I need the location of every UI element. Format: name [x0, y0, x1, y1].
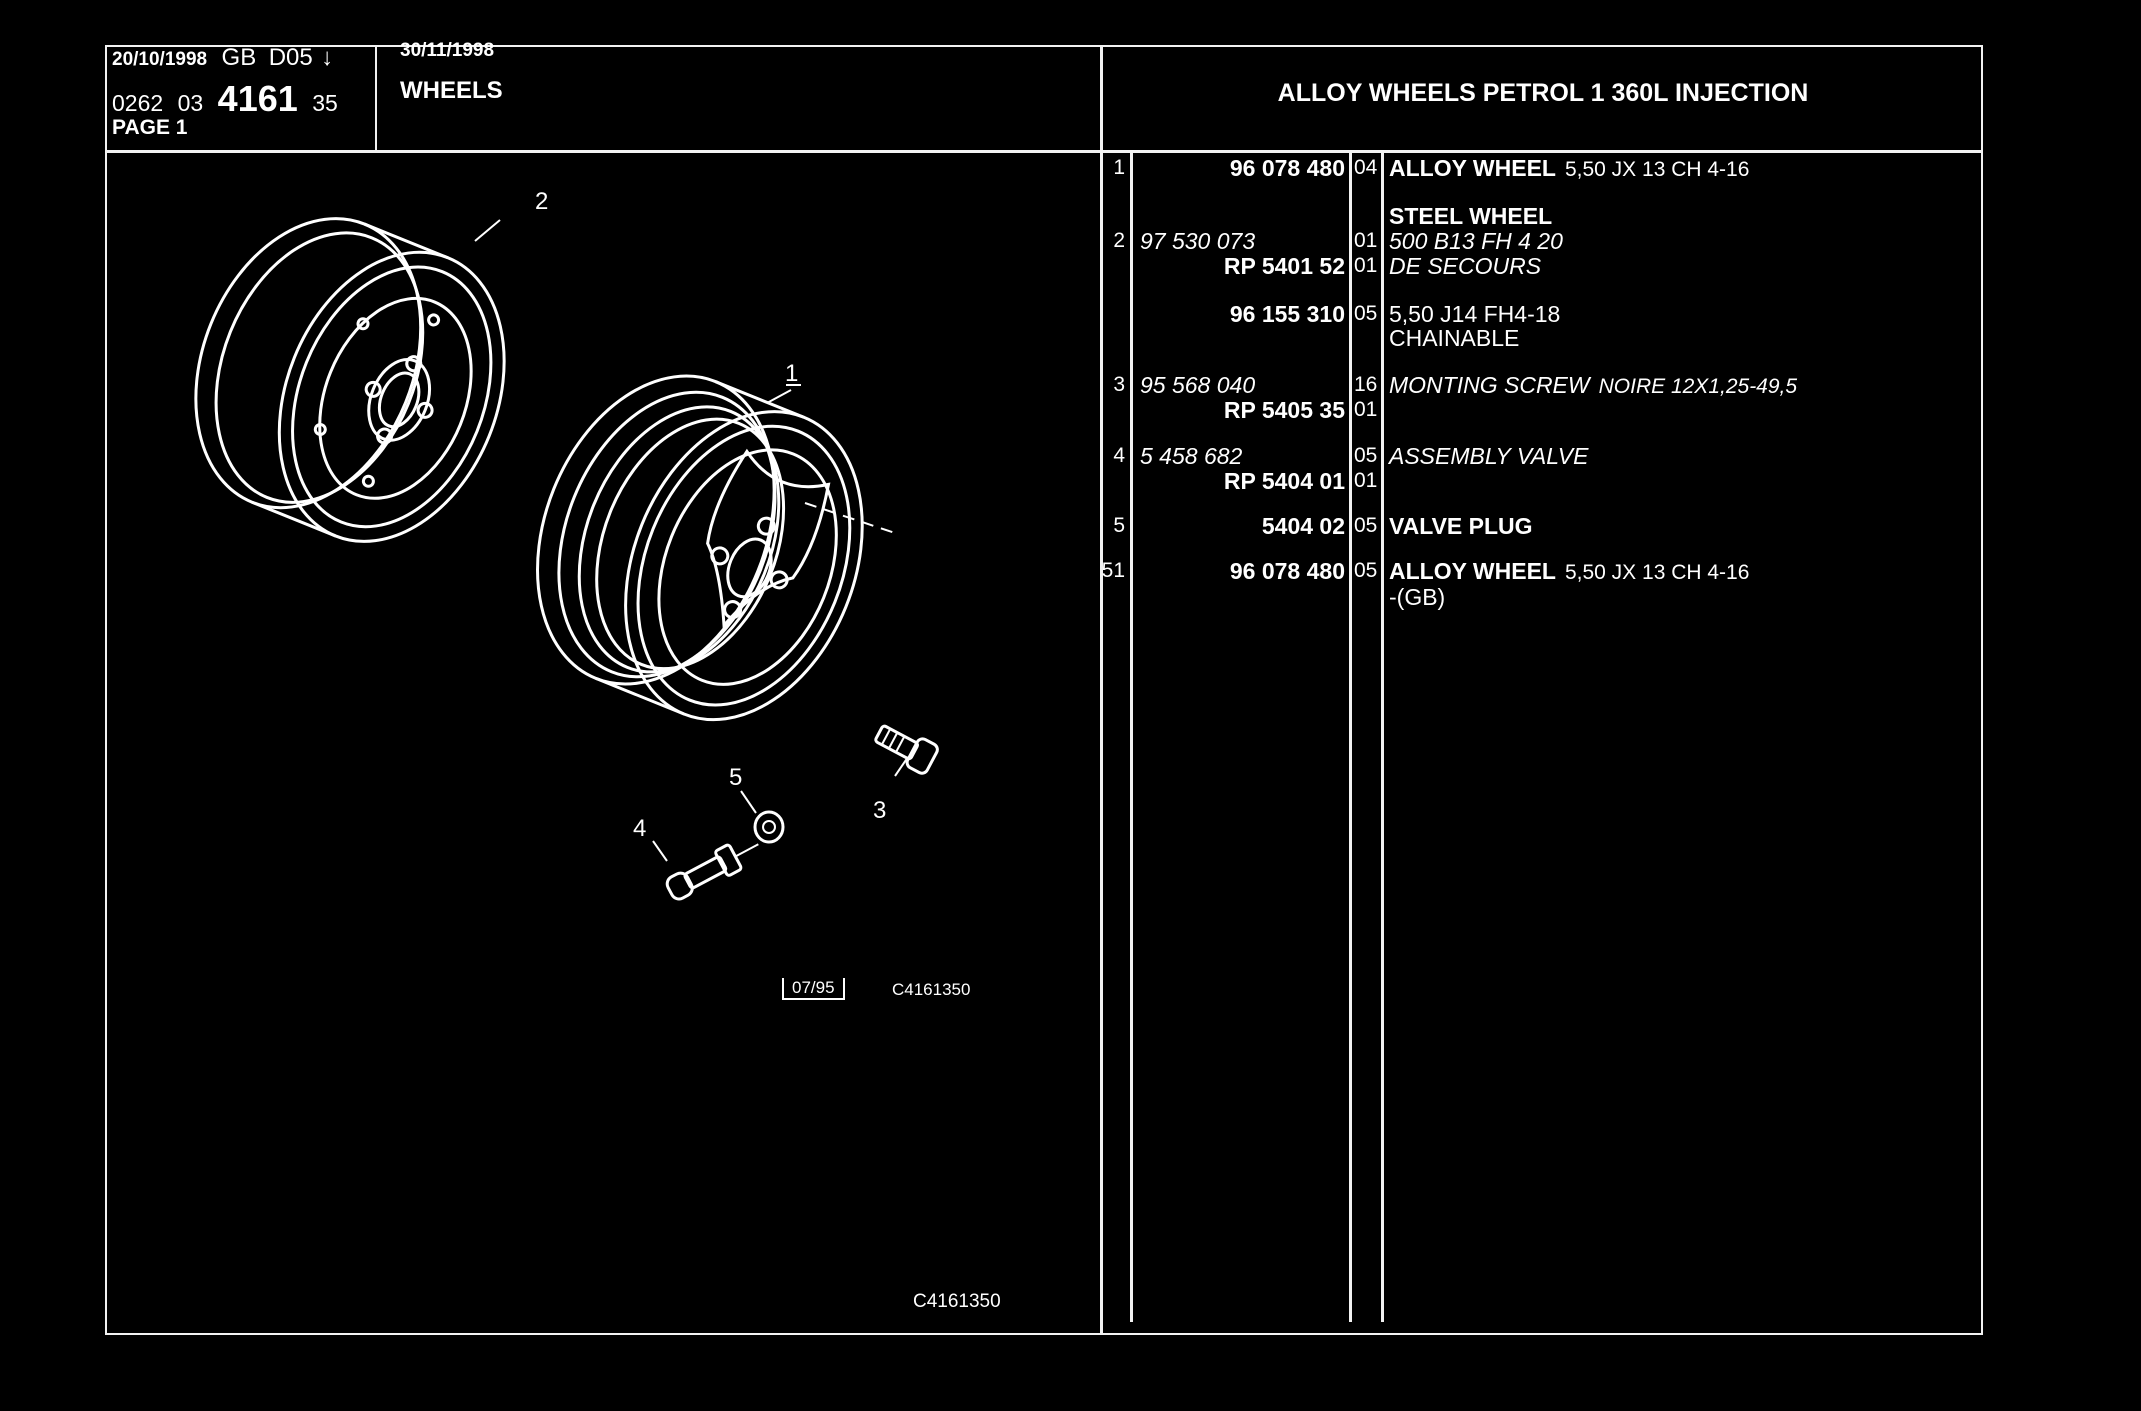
quantity-column-rule [1381, 150, 1384, 1322]
callout-number-5: 5 [729, 764, 742, 791]
part-description-main: -(GB) [1389, 584, 1446, 610]
part-quantity: 05 [1354, 302, 1378, 325]
part-ref-number: 51 [1101, 559, 1125, 582]
part-description-main: ALLOY WHEEL [1389, 558, 1556, 584]
part-quantity: 05 [1354, 514, 1378, 537]
part-number: 96 155 310 [1229, 301, 1345, 327]
header-rule-right [1103, 150, 1983, 153]
part-quantity: 16 [1354, 373, 1378, 396]
part-number: RP 5405 35 [1223, 397, 1345, 423]
part-description: 5,50 J14 FH4-18 [1389, 301, 1560, 328]
region-code: GB [221, 44, 257, 71]
doc-number: 4161 [217, 78, 298, 119]
callout-number-2: 2 [535, 188, 548, 215]
exploded-wheel-diagram: 2 1 3 4 5 [194, 188, 939, 901]
part-description-main: CHAINABLE [1389, 325, 1520, 351]
page-label: PAGE 1 [112, 116, 188, 139]
outer-frame [105, 45, 1983, 1335]
axis-dashed-line [804, 502, 896, 534]
doc-prefix: 0262 [112, 90, 164, 116]
part-number: 96 078 480 [1229, 558, 1345, 584]
part-number: 5404 02 [1261, 513, 1345, 539]
part-number: RP 5404 01 [1223, 468, 1345, 494]
partnumber-column-rule [1349, 150, 1352, 1322]
header-line-1: 20/10/1998 GB D05 ↓ [112, 44, 333, 74]
main-divider [1100, 45, 1103, 1335]
part-description-detail: NOIRE 12X1,25-49,5 [1598, 375, 1798, 398]
part-description: DE SECOURS [1389, 253, 1541, 280]
part-quantity: 05 [1354, 559, 1378, 582]
group-title: WHEELS [400, 77, 503, 104]
catalogue-date: 20/10/1998 [112, 49, 208, 70]
part-description: ALLOY WHEEL 5,50 JX 13 CH 4-16 [1389, 558, 1749, 585]
leader-line-4 [652, 840, 668, 862]
part-ref-number: 3 [1113, 373, 1125, 396]
part-description-main: 500 B13 FH 4 20 [1389, 228, 1563, 254]
part-description: MONTING SCREW NOIRE 12X1,25-49,5 [1389, 372, 1797, 399]
callout-number-4: 4 [633, 815, 646, 842]
part-description: STEEL WHEEL [1389, 203, 1552, 230]
part-description-main: VALVE PLUG [1389, 513, 1533, 539]
leader-line-3 [894, 756, 909, 777]
edition-marker: ↓ [321, 44, 334, 71]
part-description-main: ALLOY WHEEL [1389, 155, 1556, 181]
part-description: -(GB) [1389, 584, 1445, 611]
part-description-main: MONTING SCREW [1389, 372, 1590, 398]
part-quantity: 01 [1354, 398, 1378, 421]
callout-number-3: 3 [873, 797, 886, 824]
valve-plug-drawing [753, 810, 785, 844]
part-number: 95 568 040 [1140, 372, 1256, 398]
part-quantity: 04 [1354, 156, 1378, 179]
part-description-main: ASSEMBLY VALVE [1389, 443, 1589, 469]
part-ref-number: 1 [1113, 156, 1125, 179]
part-description-detail: 5,50 JX 13 CH 4-16 [1564, 158, 1750, 181]
leader-line-1 [766, 389, 792, 404]
ref-column-rule [1130, 150, 1133, 1322]
leader-line-5 [740, 790, 757, 814]
update-date: 30/11/1998 [400, 40, 495, 61]
part-description: 500 B13 FH 4 20 [1389, 228, 1563, 255]
part-number: RP 5401 52 [1223, 253, 1345, 279]
part-description: CHAINABLE [1389, 325, 1519, 352]
part-description-main: DE SECOURS [1389, 253, 1542, 279]
stamp-date: 07/95 [792, 978, 835, 997]
part-quantity: 01 [1354, 229, 1378, 252]
assembly-valve-drawing [665, 843, 759, 901]
figure-reference: C4161350 [913, 1291, 1001, 1312]
part-quantity: 01 [1354, 469, 1378, 492]
part-ref-number: 4 [1113, 444, 1125, 467]
part-description: VALVE PLUG [1389, 513, 1533, 540]
edition-code: D05 [268, 44, 313, 71]
part-ref-number: 5 [1113, 514, 1125, 537]
stamp-reference: C4161350 [892, 980, 971, 999]
leader-line-2 [474, 219, 501, 242]
callout-number-1: 1 [785, 360, 798, 387]
part-quantity: 05 [1354, 444, 1378, 467]
mounting-screw-drawing [874, 724, 939, 775]
steel-wheel-drawing [194, 217, 506, 543]
part-description-detail: 5,50 JX 13 CH 4-16 [1564, 561, 1750, 584]
header-line-2: 0262 03 4161 35 [112, 78, 338, 120]
part-description-main: 5,50 J14 FH4-18 [1389, 301, 1561, 327]
part-description: ASSEMBLY VALVE [1389, 443, 1588, 470]
part-description: ALLOY WHEEL 5,50 JX 13 CH 4-16 [1389, 155, 1749, 182]
part-number: 96 078 480 [1229, 155, 1345, 181]
part-description-main: STEEL WHEEL [1389, 203, 1553, 229]
part-number: 97 530 073 [1140, 228, 1256, 254]
part-number: 5 458 682 [1140, 443, 1243, 469]
doc-section: 03 [177, 90, 204, 116]
alloy-wheel-drawing [536, 374, 864, 722]
section-title: ALLOY WHEELS PETROL 1 360L INJECTION [1277, 79, 1809, 107]
stamp-date-box: 07/95 [782, 978, 845, 1000]
part-ref-number: 2 [1113, 229, 1125, 252]
header-rule-left [105, 150, 1105, 153]
part-quantity: 01 [1354, 254, 1378, 277]
doc-suffix: 35 [312, 90, 338, 116]
